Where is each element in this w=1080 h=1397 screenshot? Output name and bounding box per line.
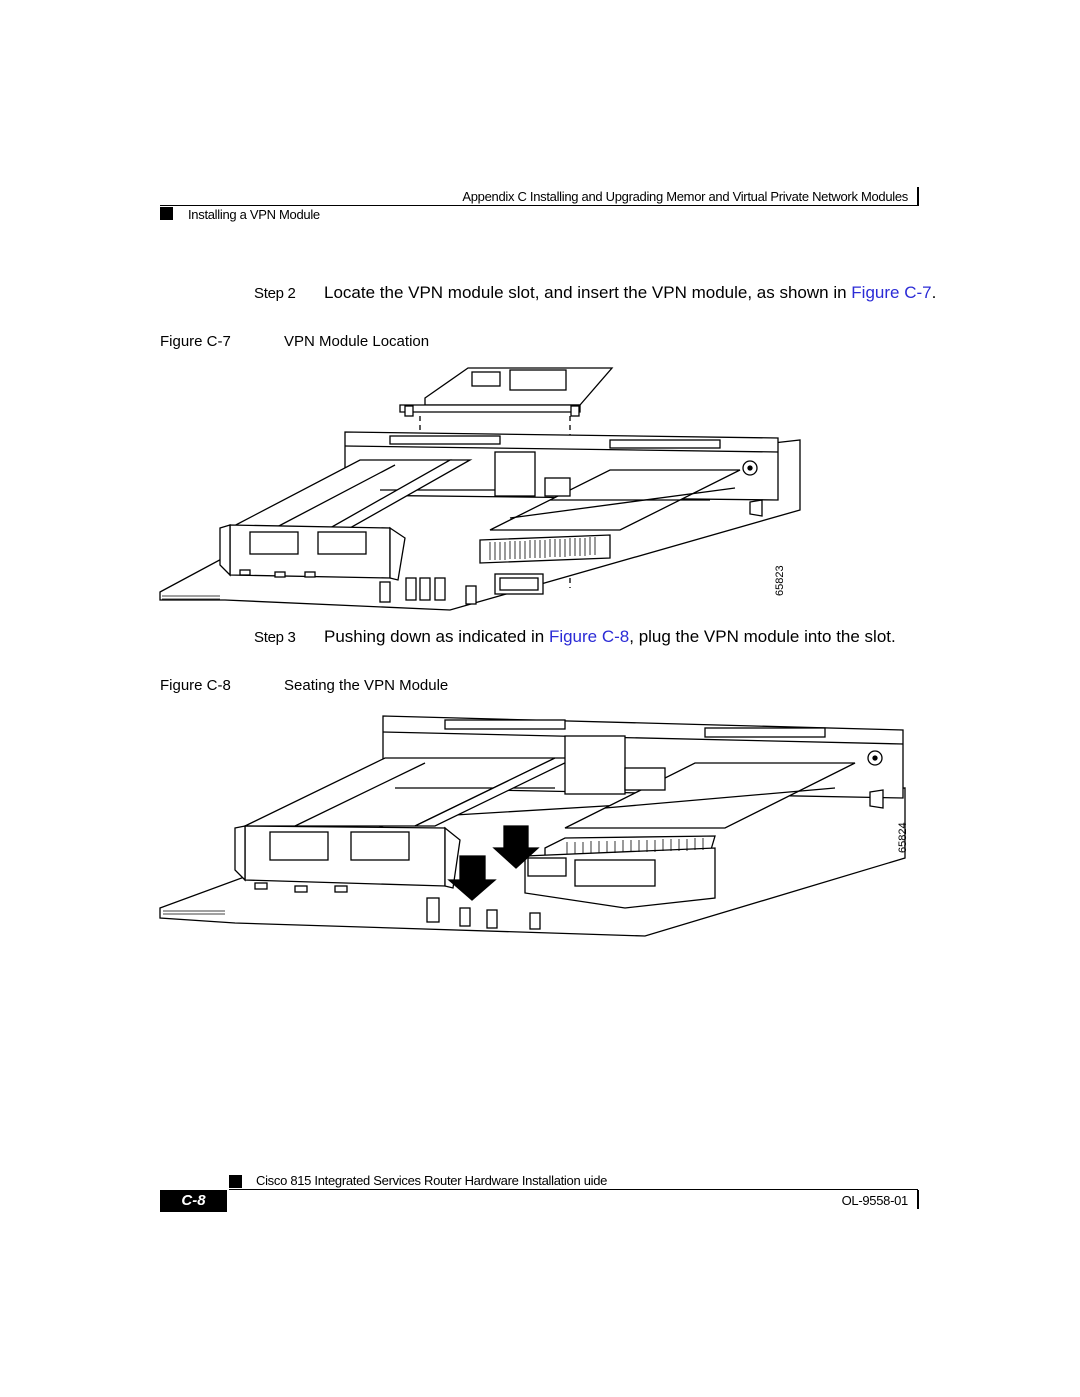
footer-square — [229, 1175, 242, 1188]
figure-c7-title: VPN Module Location — [284, 333, 430, 350]
step-3-body-before: Pushing down as indicated in — [324, 627, 549, 646]
step-3-body-after: , plug the VPN module into the slot. — [629, 627, 896, 646]
figure-c8-number: Figure C-8 — [160, 677, 231, 694]
figure-c7-art-id: 65823 — [774, 565, 786, 596]
step-2-label: Step 2 — [254, 285, 296, 302]
footer-rule — [229, 1189, 918, 1190]
step-2-end: . — [931, 283, 937, 302]
figure-c8-illustration — [159, 715, 906, 937]
figure-c8-title: Seating the VPN Module — [284, 677, 449, 694]
header-rule — [160, 205, 918, 206]
footer-bar — [917, 1190, 919, 1209]
step-3-text: Pushing down as indicated in Figure C-8,… — [324, 627, 896, 647]
step-2-text: Locate the VPN module slot, and insert t… — [324, 283, 936, 303]
header-square — [160, 207, 173, 220]
step-2-body: Locate the VPN module slot, and insert t… — [324, 283, 852, 302]
doc-number: OL-9558-01 — [841, 1193, 909, 1208]
section-header: Installing a VPN Module — [188, 207, 320, 222]
figure-c7-illustration — [159, 367, 801, 611]
step-3-label: Step 3 — [254, 629, 296, 646]
figure-c7-number: Figure C-7 — [160, 333, 231, 350]
chapter-header: Appendix C Installing and Upgrading Memo… — [462, 189, 908, 204]
header-bar — [917, 187, 919, 206]
figure-c7-link[interactable]: Figure C-7 — [851, 283, 932, 302]
figure-c8-link[interactable]: Figure C-8 — [548, 627, 630, 646]
page-number: C-8 — [160, 1190, 227, 1212]
figure-c8-art-id: 65824 — [897, 822, 909, 853]
footer-book-title: Cisco 815 Integrated Services Router Har… — [256, 1173, 608, 1188]
